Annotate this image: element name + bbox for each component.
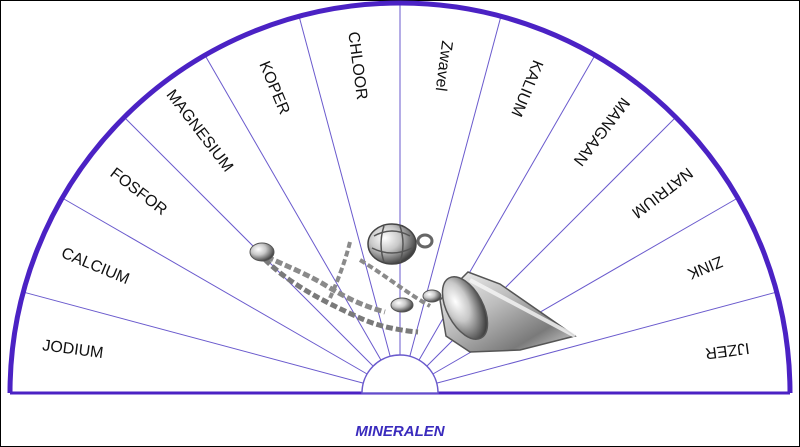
sector-divider xyxy=(436,291,777,384)
chart-title: MINERALEN xyxy=(355,423,445,440)
center-hub xyxy=(361,354,439,394)
sector-divider xyxy=(23,291,364,384)
sector-label-kalium: KALIUM xyxy=(507,57,546,119)
sector-label-zwavel: Zwavel xyxy=(432,40,455,92)
sector-label-chloor: CHLOOR xyxy=(344,31,370,101)
sector-label-ijzer: IJZER xyxy=(704,339,750,362)
sector-divider xyxy=(298,16,391,357)
sector-label-jodium: JODIUM xyxy=(41,337,104,362)
sector-label-koper: KOPER xyxy=(255,59,292,117)
outer-arc xyxy=(7,0,793,394)
sector-label-natrium: NATRIUM xyxy=(628,164,695,221)
sector-label-fosfor: FOSFOR xyxy=(107,165,170,219)
sector-label-calcium: CALCIUM xyxy=(59,245,132,288)
sector-divider xyxy=(123,116,374,367)
pendulum-icon xyxy=(249,223,577,353)
sector-divider xyxy=(62,197,368,375)
sector-label-magnesium: MAGNESIUM xyxy=(163,87,237,176)
sector-label-mangaan: MANGAAN xyxy=(570,94,633,169)
sector-divider xyxy=(204,55,382,361)
sector-label-zink: ZINK xyxy=(685,252,725,282)
